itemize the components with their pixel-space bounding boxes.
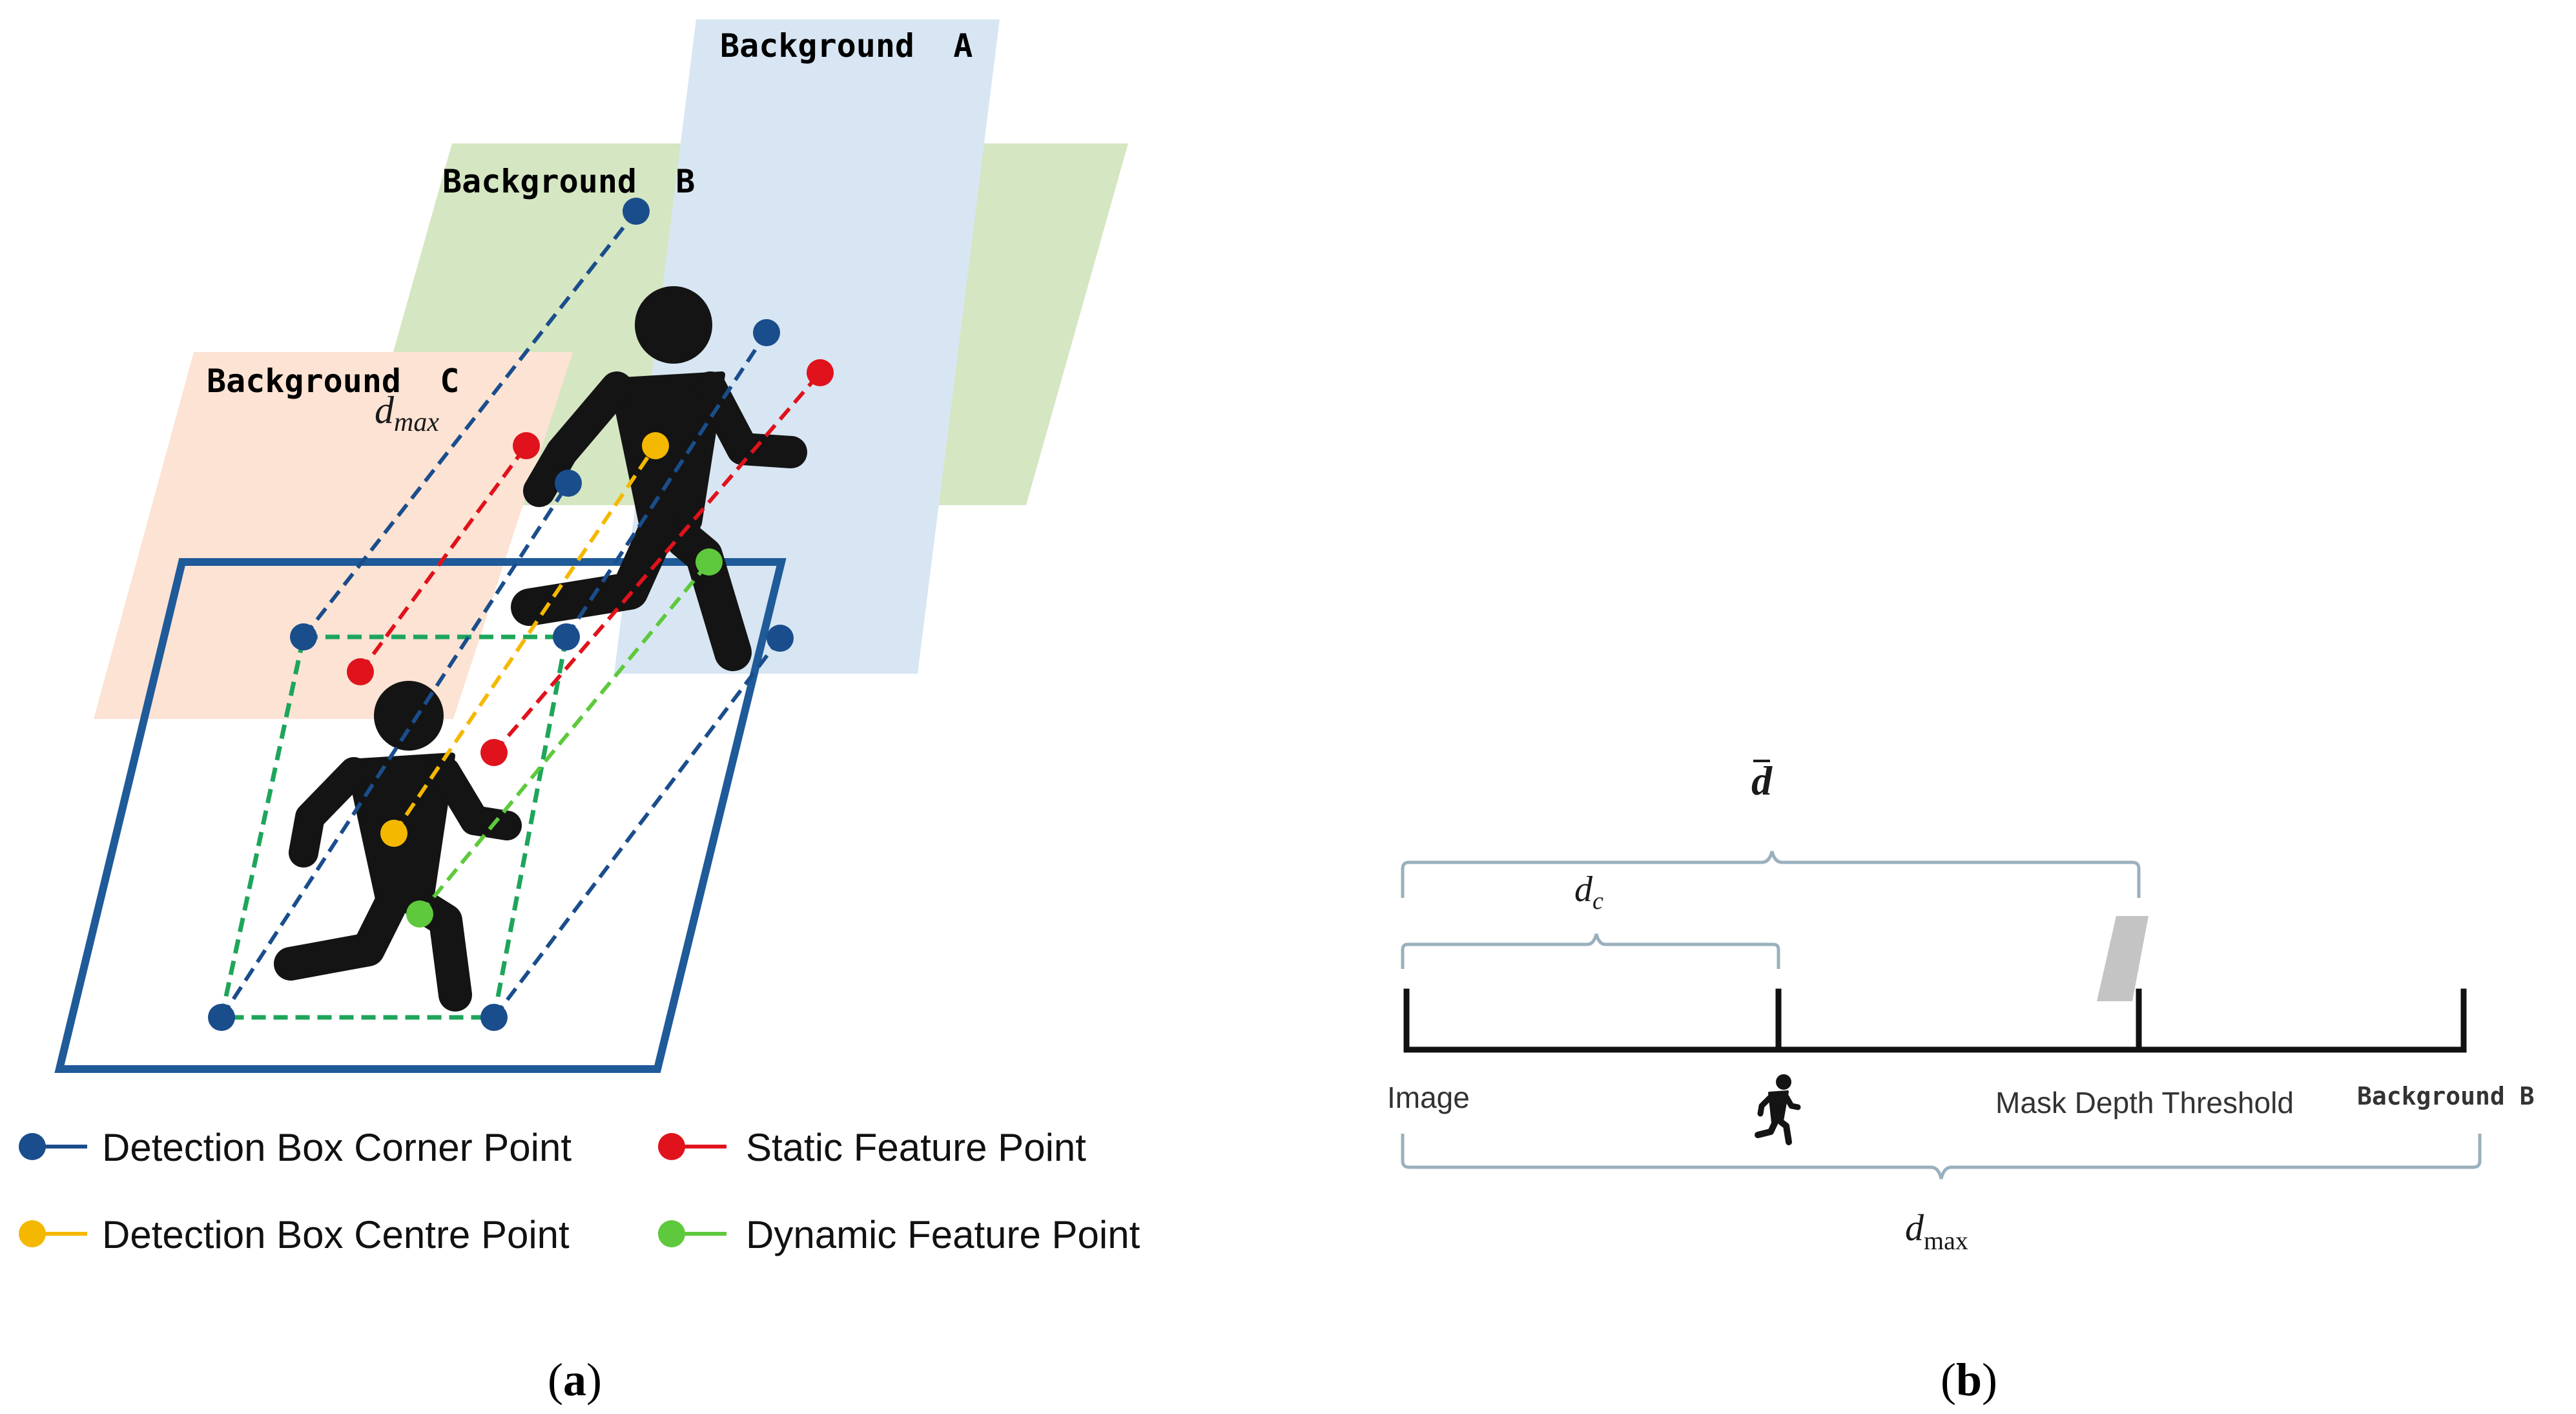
dmax-b-symbol: d — [1905, 1207, 1924, 1249]
caption-b-letter: b — [1956, 1354, 1982, 1406]
static-correspondence-lines — [358, 371, 822, 754]
caption-a: (a) — [548, 1354, 602, 1406]
corner-point — [208, 1004, 235, 1031]
caption-b: (b) — [1941, 1354, 1997, 1406]
dbar-label: d — [1751, 758, 1773, 804]
corner-point — [623, 198, 650, 225]
dmax-subscript: max — [394, 408, 439, 437]
static-point — [347, 658, 374, 685]
corner-point — [290, 623, 317, 650]
label-image: Image — [1387, 1081, 1470, 1114]
dmax-symbol: d — [375, 389, 395, 431]
panel-a: Background A Background B Background C d… — [19, 19, 1140, 1406]
brace-dmax — [1401, 1134, 2482, 1180]
corner-correspondence-lines — [220, 210, 782, 1019]
legend-item-dynamic: Dynamic Feature Point — [658, 1213, 1140, 1256]
legend-label-dynamic: Dynamic Feature Point — [746, 1213, 1140, 1256]
dc-symbol: d — [1574, 869, 1593, 910]
background-c-label: Background C — [207, 362, 459, 400]
static-point — [480, 739, 508, 766]
centre-correspondence-line — [392, 444, 657, 835]
depth-axis — [1403, 988, 2467, 1053]
corner-point — [753, 319, 780, 346]
centre-point — [380, 820, 407, 847]
legend-item-static: Static Feature Point — [658, 1126, 1086, 1169]
dynamic-point — [406, 900, 433, 928]
legend: Detection Box Corner Point Static Featur… — [19, 1126, 1140, 1256]
centre-point — [642, 432, 669, 459]
runner-icon — [1755, 1074, 1801, 1145]
legend-item-centre: Detection Box Centre Point — [19, 1213, 570, 1256]
dmax-label-b: dmax — [1905, 1207, 1968, 1255]
ground-frame — [54, 558, 787, 1073]
legend-item-corner: Detection Box Corner Point — [19, 1126, 572, 1169]
corner-point — [553, 623, 580, 650]
static-point — [807, 359, 834, 386]
mask-threshold-plane — [2097, 916, 2148, 1001]
corner-point — [480, 1004, 508, 1031]
background-a-plane — [614, 19, 1000, 674]
label-background-b: Background B — [2357, 1082, 2535, 1110]
background-a-label: Background A — [720, 27, 973, 65]
dmax-b-subscript: max — [1924, 1226, 1968, 1255]
legend-label-corner: Detection Box Corner Point — [102, 1126, 572, 1169]
background-c-plane — [94, 352, 573, 719]
label-mask-depth-threshold: Mask Depth Threshold — [1995, 1086, 2294, 1119]
legend-label-centre: Detection Box Centre Point — [102, 1213, 570, 1256]
brace-dc — [1401, 933, 1780, 969]
centre-points — [380, 432, 669, 847]
static-point — [513, 432, 540, 459]
dynamic-point — [696, 548, 723, 576]
corner-point — [767, 625, 794, 652]
caption-a-letter: a — [563, 1354, 586, 1406]
dynamic-correspondence-line — [418, 561, 711, 915]
panel-b: d dc Image Mask Depth Threshold Backgrou… — [1387, 758, 2535, 1406]
dmax-label-a: dmax — [375, 389, 439, 437]
dynamic-points — [406, 548, 723, 928]
brace-dbar — [1401, 851, 2141, 898]
dc-label: dc — [1574, 869, 1603, 915]
legend-label-static: Static Feature Point — [746, 1126, 1086, 1169]
corner-points — [208, 198, 794, 1031]
background-b-label: Background B — [442, 163, 695, 200]
corner-point — [555, 470, 582, 497]
dc-subscript: c — [1592, 888, 1603, 915]
static-points — [347, 359, 834, 766]
